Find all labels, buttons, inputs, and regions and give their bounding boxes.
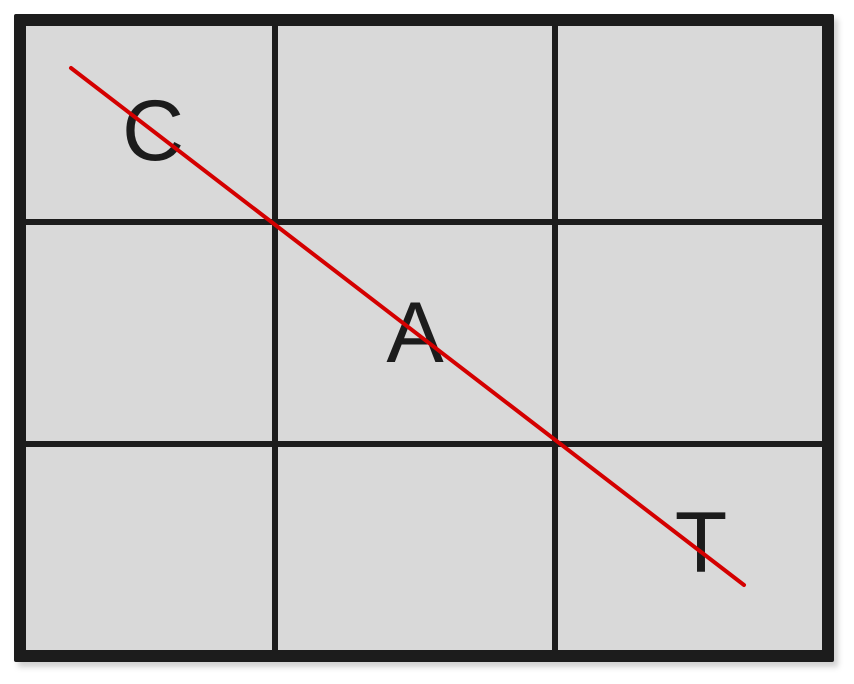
cell-r3-c2[interactable]	[278, 447, 552, 650]
cell-r3-c1[interactable]	[26, 447, 272, 650]
cell-r2-c1[interactable]	[26, 225, 272, 441]
cell-r1-c2[interactable]	[278, 26, 552, 219]
cell-r2-c3[interactable]	[558, 225, 822, 441]
cell-r1-c3[interactable]	[558, 26, 822, 219]
game-board: C A T	[14, 14, 834, 662]
cell-r1-c1[interactable]: C	[121, 83, 185, 179]
cell-r3-c3[interactable]: T	[674, 495, 728, 591]
cell-r2-c2[interactable]: A	[386, 285, 444, 381]
